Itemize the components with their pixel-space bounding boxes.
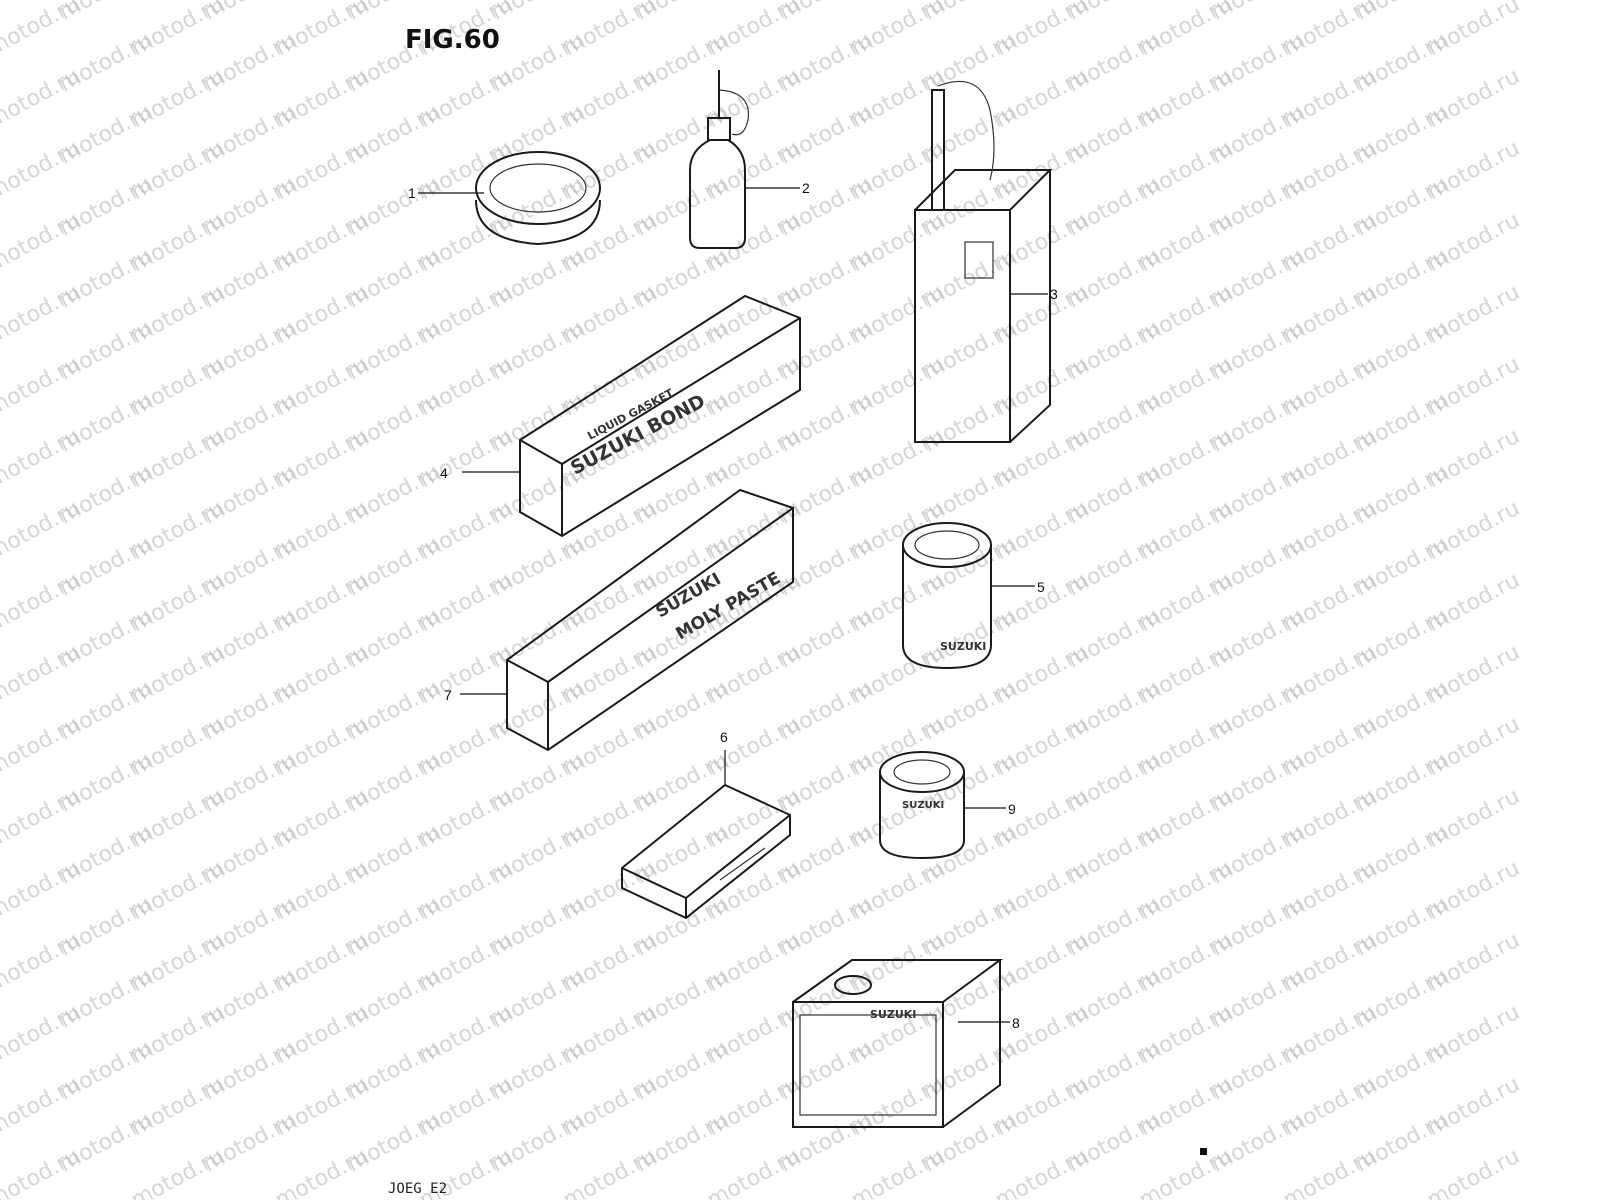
callout-9: 9 [1008, 801, 1016, 817]
watermark-layer: motod.rumotod.rumotod.rumotod.rumotod.ru… [0, 0, 1524, 1200]
watermark-text: motod.ru [1423, 136, 1524, 205]
watermark-text: motod.ru [1423, 280, 1524, 349]
watermark-text: motod.ru [1423, 496, 1524, 565]
part-5-cylinder-can[interactable]: SUZUKI [902, 522, 992, 670]
callout-7: 7 [444, 687, 452, 703]
watermark-text: motod.ru [1207, 0, 1308, 25]
part-3-tall-can[interactable] [914, 80, 1053, 443]
watermark-text: motod.ru [487, 0, 588, 25]
watermark-text: motod.ru [1351, 0, 1452, 25]
watermark-text: motod.ru [1423, 64, 1524, 133]
watermark-text: motod.ru [775, 0, 876, 25]
watermark-text: motod.ru [343, 0, 444, 25]
callout-3: 3 [1050, 286, 1058, 302]
watermark-text: motod.ru [1423, 0, 1524, 61]
can-9-brand: SUZUKI [902, 800, 944, 811]
can-5-brand: SUZUKI [940, 640, 986, 653]
watermark-text: motod.ru [1423, 352, 1524, 421]
watermark-text: motod.ru [1423, 424, 1524, 493]
watermark-text: motod.ru [1423, 1144, 1524, 1200]
callout-6: 6 [720, 729, 728, 745]
part-9-short-can[interactable]: SUZUKI [879, 751, 965, 860]
part-1-round-tin[interactable] [475, 151, 601, 246]
watermark-text: motod.ru [1423, 1000, 1524, 1069]
watermark-text: motod.ru [1423, 856, 1524, 925]
registration-mark [1200, 1148, 1207, 1155]
callout-5: 5 [1037, 579, 1045, 595]
watermark-text: motod.ru [199, 0, 300, 25]
watermark-text: motod.ru [1423, 568, 1524, 637]
watermark-text: motod.ru [1423, 928, 1524, 997]
callout-2: 2 [802, 180, 810, 196]
watermark-text: motod.ru [1423, 640, 1524, 709]
tin-8-brand: SUZUKI [870, 1008, 916, 1021]
watermark-text: motod.ru [919, 0, 1020, 25]
watermark-text: motod.ru [1423, 784, 1524, 853]
callout-8: 8 [1012, 1015, 1020, 1031]
footer-code: JOEG E2 [388, 1181, 447, 1197]
callout-4: 4 [440, 465, 448, 481]
watermark-text: motod.ru [1423, 208, 1524, 277]
watermark-text: motod.ru [1423, 712, 1524, 781]
figure-title: FIG.60 [405, 25, 500, 55]
watermark-text: motod.ru [1063, 0, 1164, 25]
part-2-oil-bottle[interactable] [689, 70, 750, 249]
watermark-text: motod.ru [1423, 1072, 1524, 1141]
watermark-text: motod.ru [55, 0, 156, 25]
callout-1: 1 [408, 185, 416, 201]
part-8-rectangular-tin[interactable]: SUZUKI [792, 959, 1004, 1128]
watermark-text: motod.ru [631, 0, 732, 25]
